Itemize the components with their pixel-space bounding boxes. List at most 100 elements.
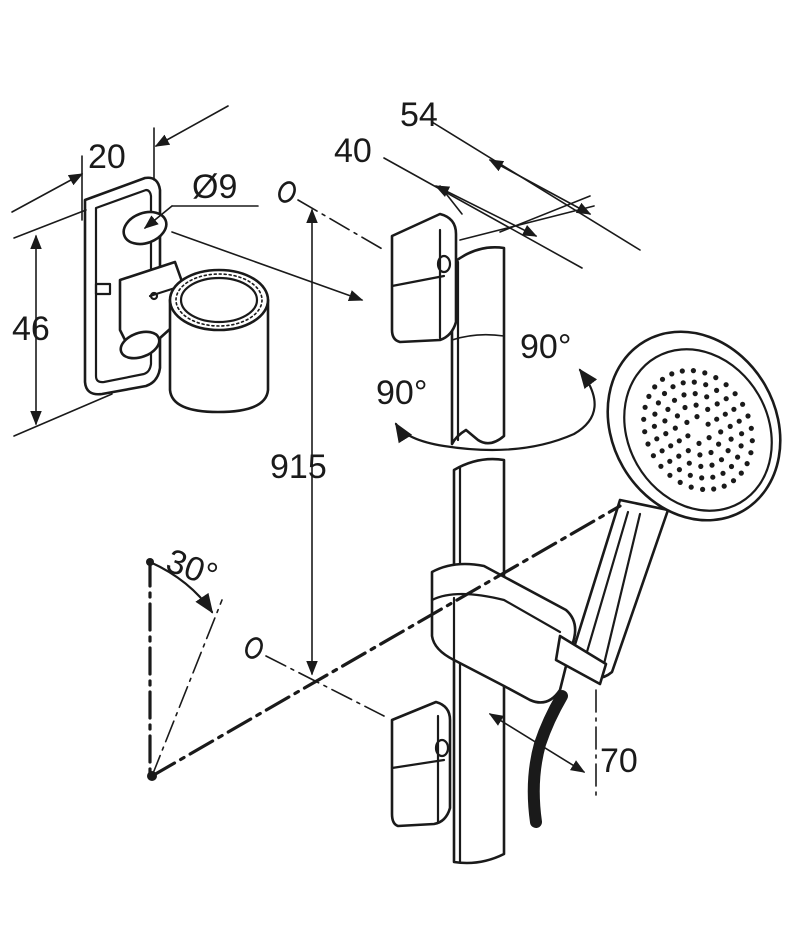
spray-nozzle xyxy=(694,414,700,420)
spray-nozzle xyxy=(652,384,658,390)
upper-screw-hole xyxy=(278,181,296,203)
spray-nozzle xyxy=(738,443,744,449)
spray-nozzle xyxy=(671,397,678,403)
spray-nozzle xyxy=(725,448,731,454)
lower-wall-clip xyxy=(390,700,452,828)
spray-nozzle xyxy=(688,484,694,490)
spray-nozzle xyxy=(714,387,720,393)
spray-nozzle xyxy=(700,486,706,492)
spray-nozzle xyxy=(642,429,648,435)
tilt-angle-label: 30° xyxy=(161,542,222,595)
dimension-46: 46 xyxy=(12,209,113,437)
spray-nozzle xyxy=(713,375,719,381)
spray-nozzle xyxy=(714,416,720,422)
spray-nozzle xyxy=(686,460,692,466)
spray-nozzle xyxy=(677,479,683,485)
dimension-20: 20 xyxy=(11,105,229,221)
spray-nozzle xyxy=(740,401,746,407)
spray-nozzle xyxy=(652,411,658,417)
spray-nozzle xyxy=(723,396,729,402)
spray-nozzle xyxy=(728,436,734,442)
spray-nozzle xyxy=(684,419,690,425)
spray-nozzle xyxy=(721,483,727,489)
wall-bracket xyxy=(83,176,270,414)
spray-nozzle xyxy=(674,413,681,419)
spray-nozzle xyxy=(705,421,711,427)
spray-nozzle xyxy=(687,472,693,478)
spray-nozzle xyxy=(668,443,674,449)
spray-nozzle xyxy=(748,425,754,431)
bracket-leader xyxy=(171,231,364,302)
rotation-right-label: 90° xyxy=(520,328,571,366)
spray-nozzle xyxy=(651,423,658,429)
spray-nozzle xyxy=(723,382,729,388)
spray-nozzle xyxy=(738,470,744,476)
spray-nozzle xyxy=(670,384,676,390)
spray-nozzle xyxy=(714,401,720,407)
spray-nozzle xyxy=(697,452,703,458)
spray-nozzle xyxy=(667,458,673,464)
spray-nozzle xyxy=(667,472,673,478)
spray-nozzle xyxy=(718,457,725,463)
spray-nozzle xyxy=(650,453,657,459)
spray-nozzle xyxy=(732,391,738,397)
spray-nozzle xyxy=(728,463,735,470)
spray-nozzle xyxy=(672,425,678,431)
upper-hole-centerline xyxy=(297,199,385,251)
dimension-46-label: 46 xyxy=(12,310,50,348)
spray-nozzle xyxy=(699,475,705,481)
upper-wall-clip xyxy=(390,212,458,344)
spray-nozzle xyxy=(642,404,648,410)
spray-nozzle xyxy=(645,441,651,447)
spray-nozzle xyxy=(676,438,682,444)
dimension-40-label: 40 xyxy=(334,132,372,170)
spray-nozzle xyxy=(720,470,726,476)
spray-nozzle xyxy=(641,416,647,422)
spray-nozzle xyxy=(692,391,698,397)
dimension-915: 915 xyxy=(270,208,327,676)
spray-nozzle xyxy=(735,454,741,460)
spray-nozzle xyxy=(685,448,691,454)
dimension-70: 70 xyxy=(488,689,638,801)
hand-shower xyxy=(554,330,782,686)
spray-nozzle xyxy=(709,462,715,468)
spray-face-nozzles xyxy=(641,368,755,492)
spray-nozzle xyxy=(696,440,702,446)
spray-nozzle xyxy=(654,436,660,442)
dimension-54-label: 54 xyxy=(400,96,438,134)
spray-nozzle xyxy=(704,394,710,400)
spray-nozzle xyxy=(669,371,675,377)
rotation-indicator: 90° 90° xyxy=(376,328,598,452)
spray-nozzle xyxy=(661,390,668,397)
spray-nozzle xyxy=(691,379,697,385)
spray-nozzle xyxy=(681,392,687,398)
shower-hose xyxy=(527,690,568,828)
dimension-20-label: 20 xyxy=(88,138,126,176)
upper-rail-segment xyxy=(450,246,506,446)
spray-nozzle xyxy=(676,453,682,459)
spray-nozzle xyxy=(682,404,688,411)
lower-hole-centerline xyxy=(265,655,385,717)
spray-nozzle xyxy=(679,368,685,374)
spray-nozzle xyxy=(646,393,652,399)
dimension-54: 54 xyxy=(400,96,641,251)
spray-nozzle xyxy=(710,474,716,480)
spray-nozzle xyxy=(744,461,750,467)
spray-nozzle xyxy=(655,400,662,406)
spray-nozzle xyxy=(748,450,754,456)
spray-nozzle xyxy=(676,467,683,473)
dimension-70-label: 70 xyxy=(600,742,638,780)
spray-nozzle xyxy=(685,433,691,439)
spray-nozzle xyxy=(708,449,714,456)
spray-nozzle xyxy=(736,418,742,424)
spray-nozzle xyxy=(705,406,711,412)
spray-nozzle xyxy=(659,376,666,382)
spray-nozzle xyxy=(727,423,733,429)
spray-nozzle xyxy=(711,486,717,492)
dimension-915-label: 915 xyxy=(270,448,327,486)
spray-nozzle xyxy=(730,478,737,484)
spray-nozzle xyxy=(722,411,728,417)
spray-nozzle xyxy=(706,435,712,441)
spray-nozzle xyxy=(703,382,709,388)
